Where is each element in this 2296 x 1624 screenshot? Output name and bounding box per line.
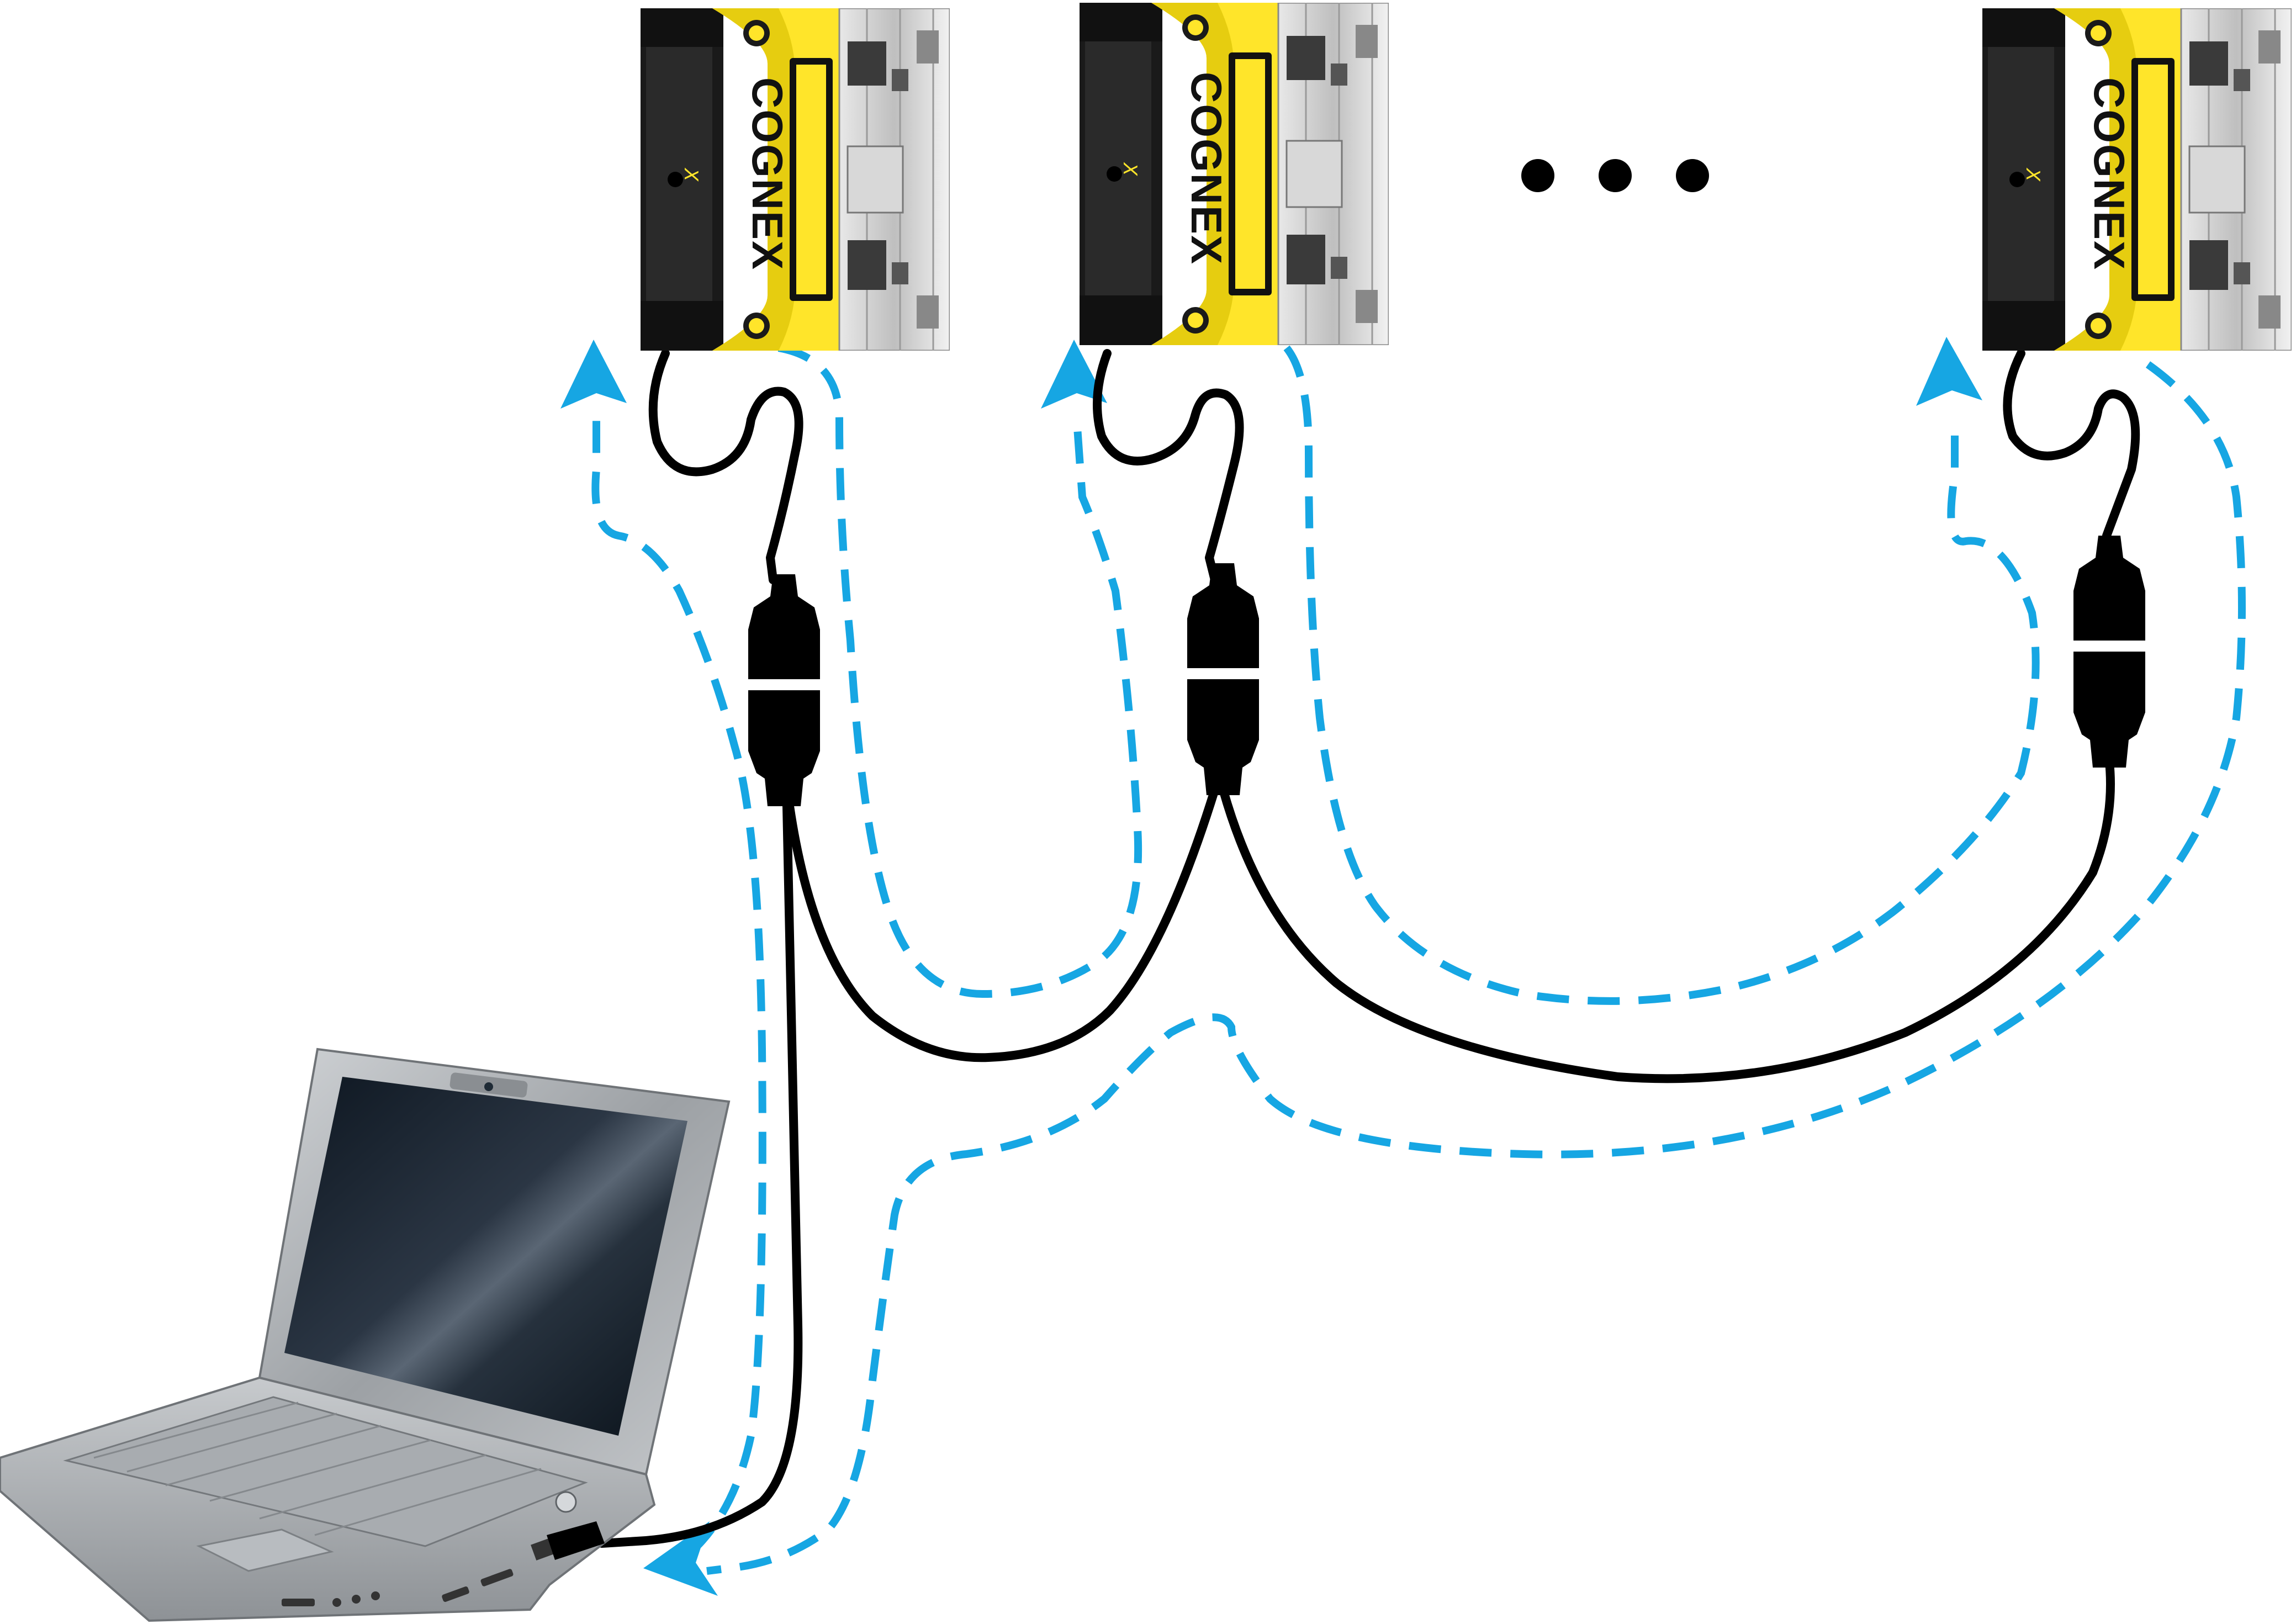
arrow-up-icon <box>1041 340 1107 409</box>
camera-1[interactable]: COGNEX X <box>641 8 950 351</box>
cable-camera-2-pigtail <box>1093 349 1244 584</box>
camera-3-brand: COGNEX <box>2085 77 2134 271</box>
data-flow-paths <box>560 337 2246 1596</box>
laptop-touchpad <box>196 1528 334 1572</box>
camera-3[interactable]: COGNEX X <box>1982 8 2292 351</box>
rj45-connector-3 <box>2073 536 2145 768</box>
laptop-keyboard <box>63 1396 588 1547</box>
network-cables <box>597 349 2140 1548</box>
ethernet-plug <box>547 1521 605 1560</box>
power-button-icon <box>555 1491 577 1513</box>
arrow-up-icon <box>1916 337 1982 406</box>
rj45-connector-1 <box>748 574 820 806</box>
cable-camera-1-pigtail <box>648 349 803 584</box>
flow-path-laptop-to-camera-1 <box>591 420 766 1556</box>
camera-1-logo: X <box>680 167 702 182</box>
camera-2-brand: COGNEX <box>1182 72 1231 265</box>
rj45-connector-2 <box>1187 563 1259 795</box>
laptop-screen <box>284 1077 687 1436</box>
cable-connector-1-to-laptop <box>597 802 803 1548</box>
cable-connectors <box>748 536 2145 806</box>
cable-connector-2-to-connector-3 <box>1219 758 2115 1083</box>
camera-3-logo: X <box>2022 167 2044 182</box>
camera-1-brand: COGNEX <box>743 77 792 271</box>
laptop-icon[interactable] <box>0 1048 731 1622</box>
arrow-left-icon <box>643 1521 718 1596</box>
arrow-up-icon <box>560 340 627 409</box>
flow-path-camera-1-to-camera-2 <box>777 344 1142 998</box>
flow-path-camera-2-to-camera-3 <box>1283 345 2040 1005</box>
ellipsis-icon <box>1521 159 1709 192</box>
camera-2-logo: X <box>1119 162 1141 176</box>
camera-2[interactable]: COGNEX X <box>1080 3 1389 345</box>
cable-connector-1-to-connector-2 <box>785 785 1219 1062</box>
flow-path-return-to-laptop <box>706 361 2246 1575</box>
cable-camera-3-pigtail <box>2003 349 2140 557</box>
